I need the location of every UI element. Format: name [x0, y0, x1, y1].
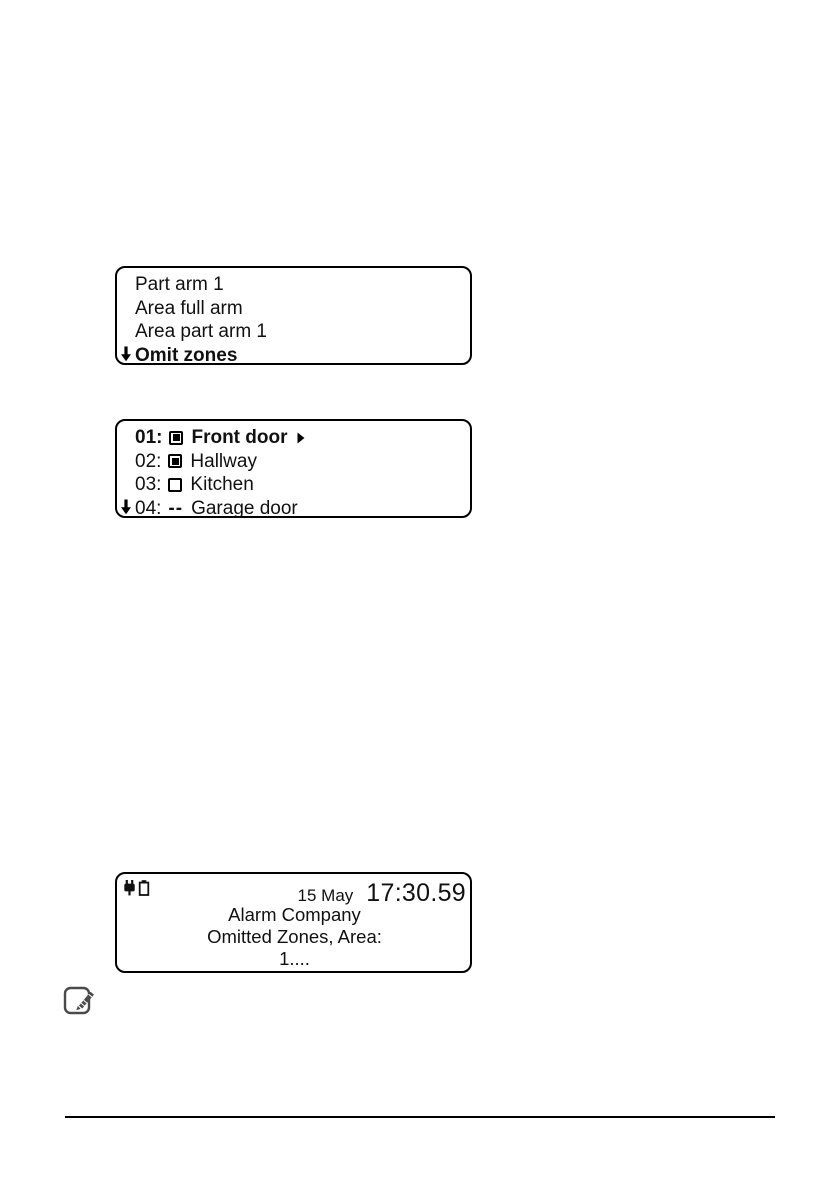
- menu-line: Part arm 1: [135, 274, 224, 295]
- footer-divider-rule: [65, 1116, 775, 1118]
- note-pencil-icon: [63, 984, 99, 1016]
- menu-line-highlighted: Omit zones: [135, 344, 238, 366]
- scroll-down-icon: [120, 499, 132, 515]
- zone-omitted-checkbox-icon: [169, 430, 184, 445]
- lcd-display-status: 15 May 17:30.59 Alarm Company Omitted Zo…: [115, 872, 472, 973]
- zone-number: 02:: [135, 450, 162, 472]
- status-area-indicator: 1....: [279, 948, 310, 969]
- status-icons: [123, 880, 150, 896]
- battery-icon: [138, 880, 150, 896]
- status-date: 15 May: [297, 886, 354, 905]
- zone-number: 01:: [135, 427, 163, 448]
- lcd-display-menu: Part arm 1 Area full arm Area part arm 1…: [115, 266, 472, 366]
- zone-row: 01: Front door: [135, 426, 462, 450]
- zone-label: Front door: [191, 427, 288, 448]
- lcd-display-zones: 01: Front door 02: Hallway 03: Kitchen 0…: [115, 419, 472, 521]
- status-time: 17:30.59: [366, 879, 466, 907]
- zone-row: 03: Kitchen: [135, 473, 462, 497]
- zone-number: 03:: [135, 474, 162, 495]
- menu-line: Area part arm 1: [135, 321, 267, 342]
- cursor-right-pointer-icon: [297, 432, 305, 444]
- zone-label: Hallway: [190, 450, 257, 472]
- status-company-name: Alarm Company: [228, 904, 361, 925]
- status-header: 15 May 17:30.59: [123, 879, 466, 907]
- zone-label: Garage door: [191, 497, 298, 519]
- zone-number: 04:: [135, 497, 162, 519]
- status-omitted-zones-label: Omitted Zones, Area:: [207, 926, 382, 947]
- zone-unavailable-dash-icon: --: [168, 497, 184, 519]
- scroll-down-icon: [120, 346, 132, 362]
- zone-row: 02: Hallway: [135, 450, 462, 474]
- zone-omitted-checkbox-icon: [168, 454, 183, 469]
- zone-label: Kitchen: [190, 474, 254, 495]
- menu-line: Area full arm: [135, 297, 243, 319]
- zone-row: 04: -- Garage door: [135, 497, 462, 521]
- zone-empty-checkbox-icon: [168, 477, 183, 492]
- mains-power-icon: [124, 880, 135, 896]
